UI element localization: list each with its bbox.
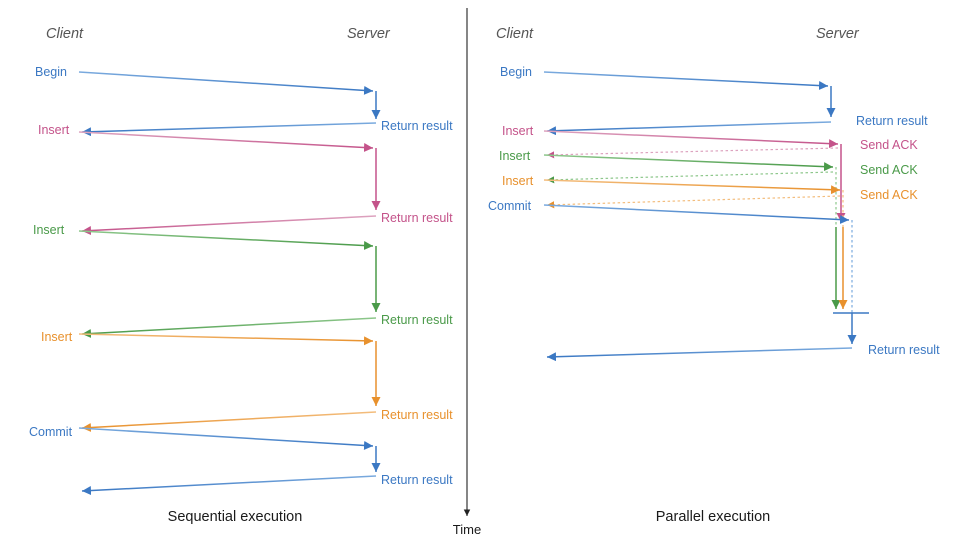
left-client-lane-label: Client <box>46 26 84 42</box>
right-ack-1-arrow <box>546 147 839 159</box>
left-server-lane-label: Server <box>347 26 391 42</box>
right-msg-begin-arrow <box>543 71 829 91</box>
right-msg-insert-3-arrow <box>543 179 841 195</box>
right-msg-insert-2-arrow <box>543 154 834 172</box>
right-panel-caption: Parallel execution <box>656 509 770 525</box>
right-client-lane-label: Client <box>496 26 534 42</box>
left-label-return-1: Return result <box>381 119 453 133</box>
right-panel-group <box>543 71 869 362</box>
time-axis-label: Time <box>453 522 481 537</box>
right-label-begin: Begin <box>500 65 532 79</box>
right-label-insert-2: Insert <box>499 149 531 163</box>
right-label-insert-3: Insert <box>502 174 534 188</box>
right-server-lane-label: Server <box>816 26 860 42</box>
left-msg-return-5-arrow <box>81 475 377 496</box>
right-label-ack-1: Send ACK <box>860 138 918 152</box>
right-msg-commit-arrow <box>543 204 850 225</box>
left-msg-commit-arrow <box>78 427 374 450</box>
right-msg-insert-1-arrow <box>543 130 839 149</box>
left-label-insert-3: Insert <box>41 330 73 344</box>
left-label-return-2: Return result <box>381 211 453 225</box>
left-msg-return-2-arrow <box>81 215 377 236</box>
right-ack-2-arrow <box>546 171 834 184</box>
left-label-begin: Begin <box>35 65 67 79</box>
right-label-insert-1: Insert <box>502 124 534 138</box>
left-label-return-4: Return result <box>381 408 453 422</box>
left-msg-insert-1-arrow <box>78 131 374 153</box>
left-msg-begin-arrow <box>78 71 374 95</box>
left-msg-return-1-arrow <box>81 122 377 137</box>
right-label-commit: Commit <box>488 199 532 213</box>
left-msg-insert-3-arrow <box>78 333 374 346</box>
right-msg-return-commit-arrow <box>546 347 853 362</box>
right-label-ack-2: Send ACK <box>860 163 918 177</box>
right-msg-return-begin-arrow <box>546 121 832 136</box>
right-ack-3-arrow <box>546 195 841 209</box>
left-msg-return-3-arrow <box>81 317 377 339</box>
left-label-return-3: Return result <box>381 313 453 327</box>
left-label-insert-1: Insert <box>38 123 70 137</box>
left-panel-group <box>78 71 381 496</box>
right-label-ack-3: Send ACK <box>860 188 918 202</box>
left-label-commit: Commit <box>29 425 73 439</box>
right-label-return-begin: Return result <box>856 114 928 128</box>
left-label-return-5: Return result <box>381 473 453 487</box>
left-label-insert-2: Insert <box>33 223 65 237</box>
left-msg-insert-2-arrow <box>78 230 374 251</box>
left-msg-return-4-arrow <box>81 411 377 433</box>
right-label-return-commit: Return result <box>868 343 940 357</box>
left-panel-caption: Sequential execution <box>168 509 303 525</box>
